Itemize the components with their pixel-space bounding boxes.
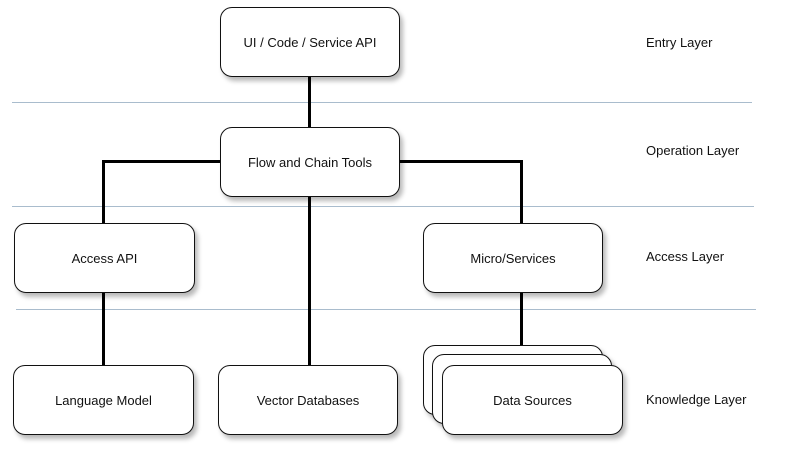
entry-node-label: UI / Code / Service API <box>243 34 377 50</box>
data-sources-node: Data Sources <box>442 365 623 435</box>
layer-divider-access-knowledge <box>16 309 756 310</box>
micro-services-node: Micro/Services <box>423 223 603 293</box>
connector-micro-services-to-data-sources <box>520 292 523 354</box>
vector-db-node: Vector Databases <box>218 365 398 435</box>
layer-divider-operation-access <box>12 206 754 207</box>
connector-entry-to-flow <box>308 76 311 128</box>
knowledge-layer-label: Knowledge Layer <box>646 392 747 407</box>
data-sources-node-label: Data Sources <box>493 392 572 408</box>
language-model-node-label: Language Model <box>55 392 152 408</box>
vector-db-node-label: Vector Databases <box>256 392 360 408</box>
access-layer-label: Access Layer <box>646 249 725 264</box>
connector-flow-right-horizontal <box>399 160 522 163</box>
micro-services-node-label: Micro/Services <box>470 250 556 266</box>
connector-flow-to-vector-db <box>308 196 311 366</box>
entry-layer-label: Entry Layer <box>646 35 713 50</box>
access-api-node: Access API <box>14 223 195 293</box>
flow-node-label: Flow and Chain Tools <box>247 154 373 170</box>
connector-flow-left-vertical <box>102 160 105 224</box>
connector-flow-right-vertical <box>520 160 523 224</box>
language-model-node: Language Model <box>13 365 194 435</box>
layer-divider-entry-operation <box>12 102 752 103</box>
operation-layer-label: Operation Layer <box>646 143 740 158</box>
flow-node: Flow and Chain Tools <box>220 127 400 197</box>
connector-access-api-to-language-model <box>102 292 105 366</box>
access-api-node-label: Access API <box>71 250 138 266</box>
connector-flow-left-horizontal <box>102 160 221 163</box>
entry-node: UI / Code / Service API <box>220 7 400 77</box>
